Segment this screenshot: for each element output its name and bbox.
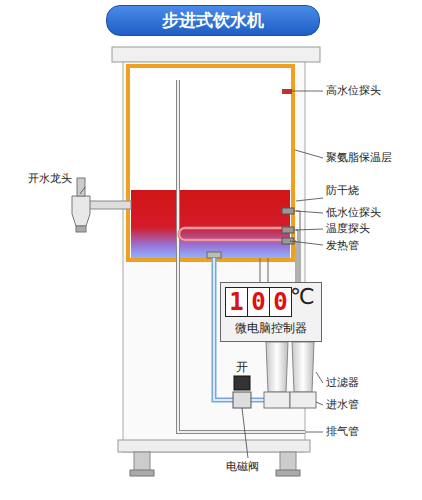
filter bbox=[292, 342, 314, 392]
title-text: 步进式饮水机 bbox=[162, 10, 264, 30]
heating-tube bbox=[179, 228, 288, 240]
exhaust-pipe bbox=[178, 80, 305, 432]
probe bbox=[282, 227, 294, 233]
exhaust-pipe bbox=[178, 80, 305, 432]
part-label: 低水位探头 bbox=[326, 206, 381, 219]
heating-tube bbox=[179, 228, 288, 240]
part-label: 发热管 bbox=[326, 239, 359, 252]
water bbox=[131, 190, 290, 258]
filter-head bbox=[264, 392, 290, 408]
lid bbox=[112, 47, 320, 62]
leg bbox=[280, 452, 296, 472]
digit: 0 bbox=[273, 288, 287, 316]
digit-box: 0 bbox=[247, 287, 270, 317]
part-label: 排气管 bbox=[326, 425, 359, 438]
title-banner: 步进式饮水机 bbox=[106, 5, 320, 36]
digit-box: 0 bbox=[269, 287, 292, 317]
part-label: 温度探头 bbox=[326, 222, 370, 235]
solenoid-valve bbox=[233, 392, 251, 408]
faucet-pipe bbox=[86, 201, 131, 209]
part-label: 聚氨脂保温层 bbox=[326, 151, 392, 164]
probe bbox=[282, 89, 292, 94]
part-label: 进水管 bbox=[326, 398, 359, 411]
part-label: 电磁阀 bbox=[226, 460, 259, 473]
wire bbox=[260, 211, 300, 282]
unit-label: ℃ bbox=[290, 284, 315, 310]
inlet-port bbox=[207, 252, 221, 258]
insulation-layer bbox=[128, 66, 293, 260]
part-label: 防干烧 bbox=[326, 184, 359, 197]
faucet-spout bbox=[76, 226, 86, 232]
faucet bbox=[72, 196, 90, 226]
faucet-handle bbox=[77, 178, 85, 196]
part-label: 过滤器 bbox=[326, 376, 359, 389]
leader-lines bbox=[80, 91, 323, 458]
foot bbox=[276, 470, 300, 476]
leg bbox=[134, 452, 150, 472]
filter bbox=[266, 342, 288, 392]
digit-box: 1 bbox=[225, 287, 248, 317]
digit: 1 bbox=[229, 288, 243, 316]
switch-label: 开 bbox=[236, 360, 248, 374]
base bbox=[118, 440, 310, 452]
foot bbox=[130, 470, 154, 476]
filter-head bbox=[290, 392, 316, 408]
probe bbox=[282, 208, 294, 214]
part-label: 高水位探头 bbox=[326, 84, 381, 97]
panel-label: 微电脑控制器 bbox=[221, 320, 321, 337]
valve-coil bbox=[234, 376, 250, 390]
part-label: 开水龙头 bbox=[28, 172, 72, 185]
digit: 0 bbox=[251, 288, 265, 316]
